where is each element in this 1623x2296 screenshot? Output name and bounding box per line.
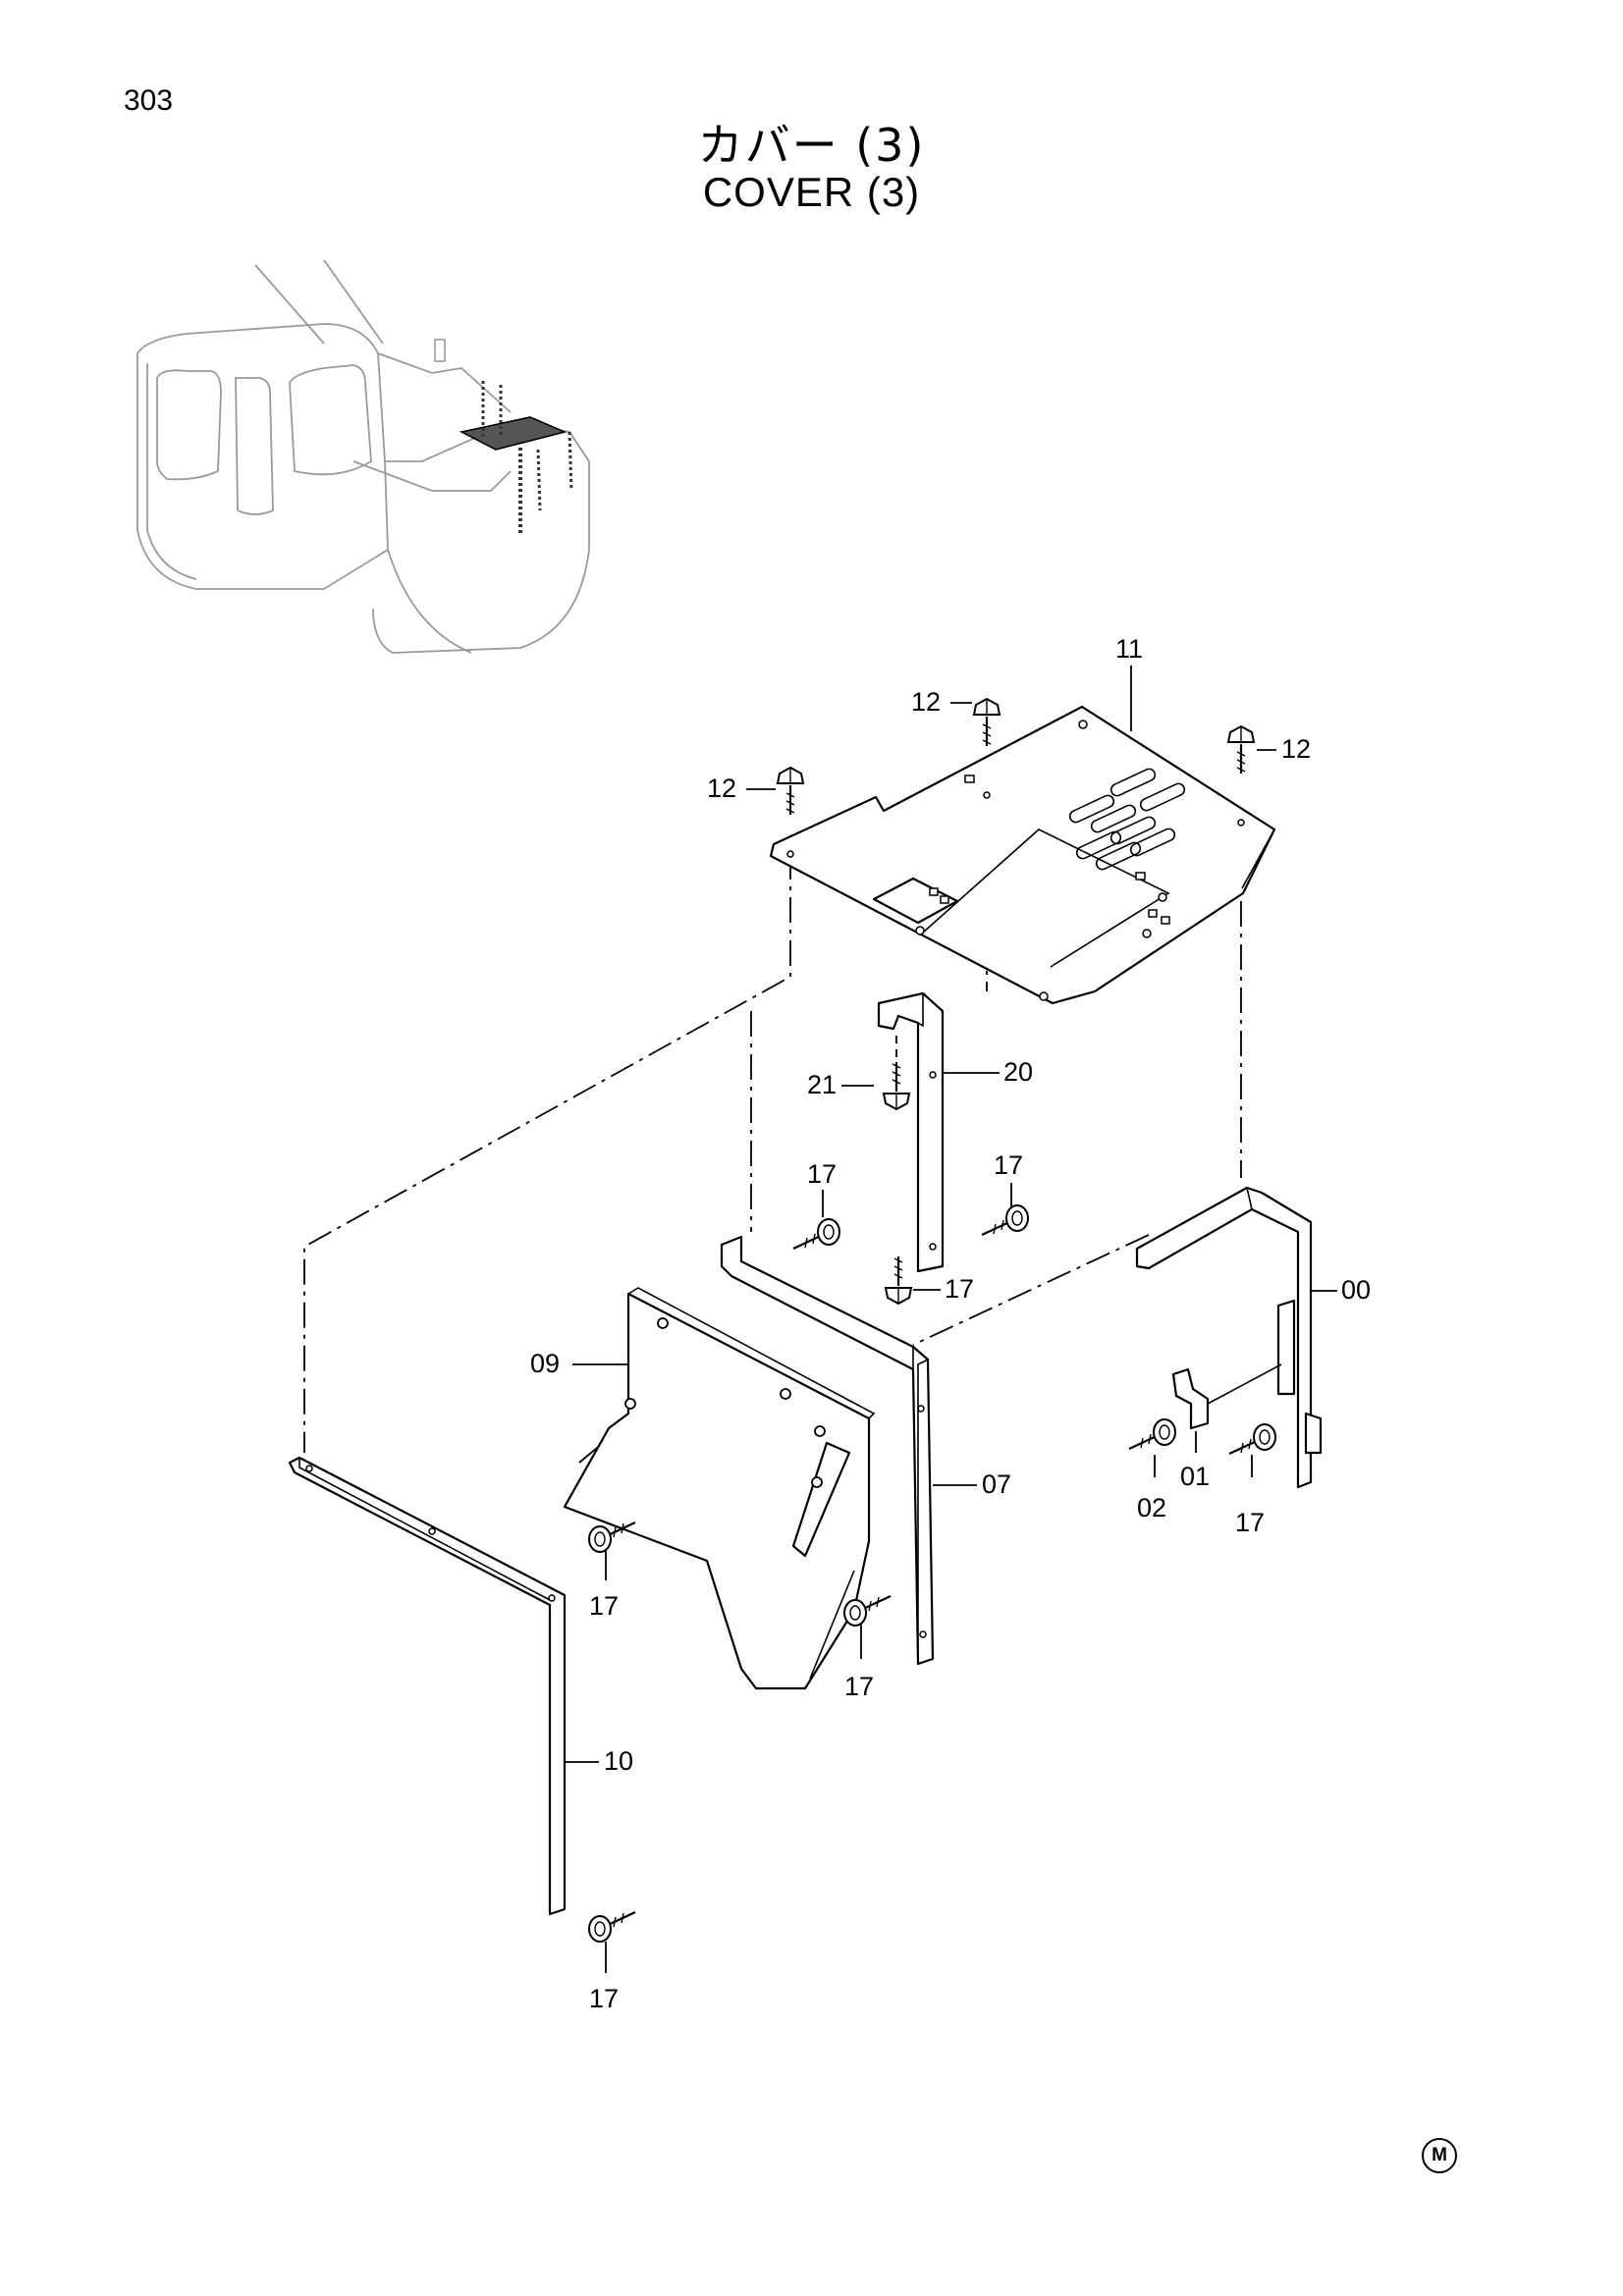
part-02-bolt xyxy=(1127,1417,1177,1451)
part-11-top-cover-plate xyxy=(769,705,1276,1005)
part-10-l-frame xyxy=(288,1456,567,1916)
callout-12: 12 xyxy=(1281,734,1311,764)
callout-17: 17 xyxy=(994,1150,1023,1180)
title-japanese: カバー (3) xyxy=(697,119,926,172)
part-12-bolt-right xyxy=(1226,724,1256,775)
part-20-bracket xyxy=(877,991,945,1273)
part-09-side-panel xyxy=(563,1287,876,1690)
callout-10: 10 xyxy=(604,1746,633,1776)
part-00-l-frame-right xyxy=(1135,1186,1323,1489)
part-12-bolt-center xyxy=(972,697,1001,748)
callout-17: 17 xyxy=(589,1984,619,2013)
callout-17: 17 xyxy=(945,1274,974,1304)
part-17-bolt-a xyxy=(791,1217,841,1251)
page-number: 303 xyxy=(124,84,174,117)
part-01-clip xyxy=(1171,1363,1282,1430)
callout-01: 01 xyxy=(1180,1462,1210,1491)
part-17-bolt-b xyxy=(980,1203,1030,1237)
callout-leaders xyxy=(565,666,1337,1973)
callout-07: 07 xyxy=(982,1469,1011,1499)
part-17-bolt-c xyxy=(884,1255,913,1306)
callout-09: 09 xyxy=(530,1349,560,1378)
part-12-bolt-left xyxy=(776,766,805,817)
part-17-bolt-e xyxy=(587,1521,637,1554)
callout-17: 17 xyxy=(1235,1508,1265,1537)
callout-12: 12 xyxy=(911,687,941,717)
part-21-bolt xyxy=(882,1036,911,1111)
callout-17: 17 xyxy=(589,1591,619,1621)
callout-20: 20 xyxy=(1003,1057,1033,1087)
machine-overview-illustration xyxy=(136,259,590,654)
callout-17: 17 xyxy=(844,1672,874,1701)
callout-17: 17 xyxy=(807,1159,837,1189)
callout-12: 12 xyxy=(707,774,736,803)
part-07-side-frame xyxy=(720,1235,935,1666)
callout-00: 00 xyxy=(1341,1275,1371,1305)
part-17-bolt-g xyxy=(587,1910,637,1944)
part-17-bolt-f xyxy=(842,1594,893,1628)
callout-11: 11 xyxy=(1115,634,1143,664)
title-english: COVER (3) xyxy=(702,169,921,215)
part-17-bolt-d xyxy=(1227,1422,1277,1456)
callout-02: 02 xyxy=(1137,1493,1166,1522)
callout-21: 21 xyxy=(807,1070,837,1099)
circled-m-symbol: M xyxy=(1422,2138,1457,2173)
